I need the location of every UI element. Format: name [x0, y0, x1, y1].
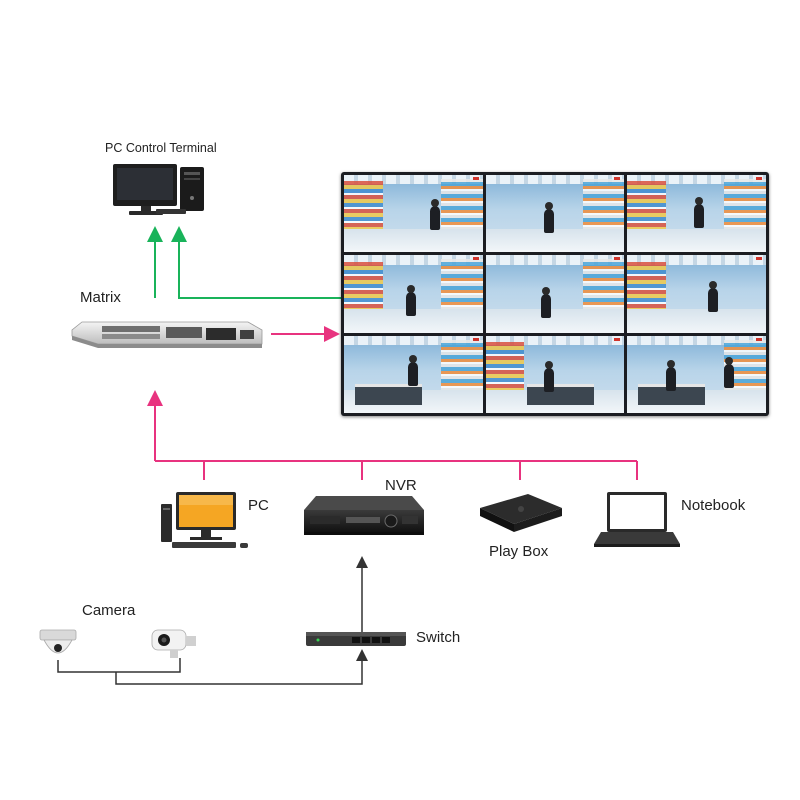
video-tile — [344, 175, 483, 253]
bullet-camera-icon — [151, 629, 196, 658]
desktop-pc-icon — [161, 492, 248, 548]
nvr-label: NVR — [385, 477, 417, 494]
notebook-label: Notebook — [681, 497, 746, 514]
network-switch-icon — [306, 632, 406, 646]
desktop-computer-icon — [113, 164, 204, 215]
rack-matrix-device-icon — [71, 321, 263, 348]
video-tile — [344, 255, 483, 333]
video-tile — [485, 335, 625, 413]
camera-label: Camera — [82, 602, 136, 619]
control-link-2 — [171, 226, 341, 299]
video-tile — [627, 175, 766, 253]
matrix-label: Matrix — [80, 289, 121, 306]
source-bus — [147, 390, 638, 480]
video-tile — [344, 335, 483, 413]
video-tile — [485, 175, 625, 253]
laptop-icon — [594, 492, 680, 547]
pc-control-terminal-label: PC Control Terminal — [105, 141, 217, 155]
tv-box-icon — [480, 494, 562, 532]
play-box-label: Play Box — [489, 543, 549, 560]
nvr-recorder-icon — [304, 496, 424, 535]
dome-camera-icon — [39, 629, 77, 654]
video-tile — [485, 255, 625, 333]
pc-label: PC — [248, 497, 269, 514]
video-tile — [627, 335, 766, 413]
switch-label: Switch — [416, 629, 461, 646]
video-wall-grid — [344, 175, 766, 413]
camera-links — [57, 649, 368, 685]
video-wall-icon — [341, 172, 769, 416]
video-tile — [627, 255, 766, 333]
